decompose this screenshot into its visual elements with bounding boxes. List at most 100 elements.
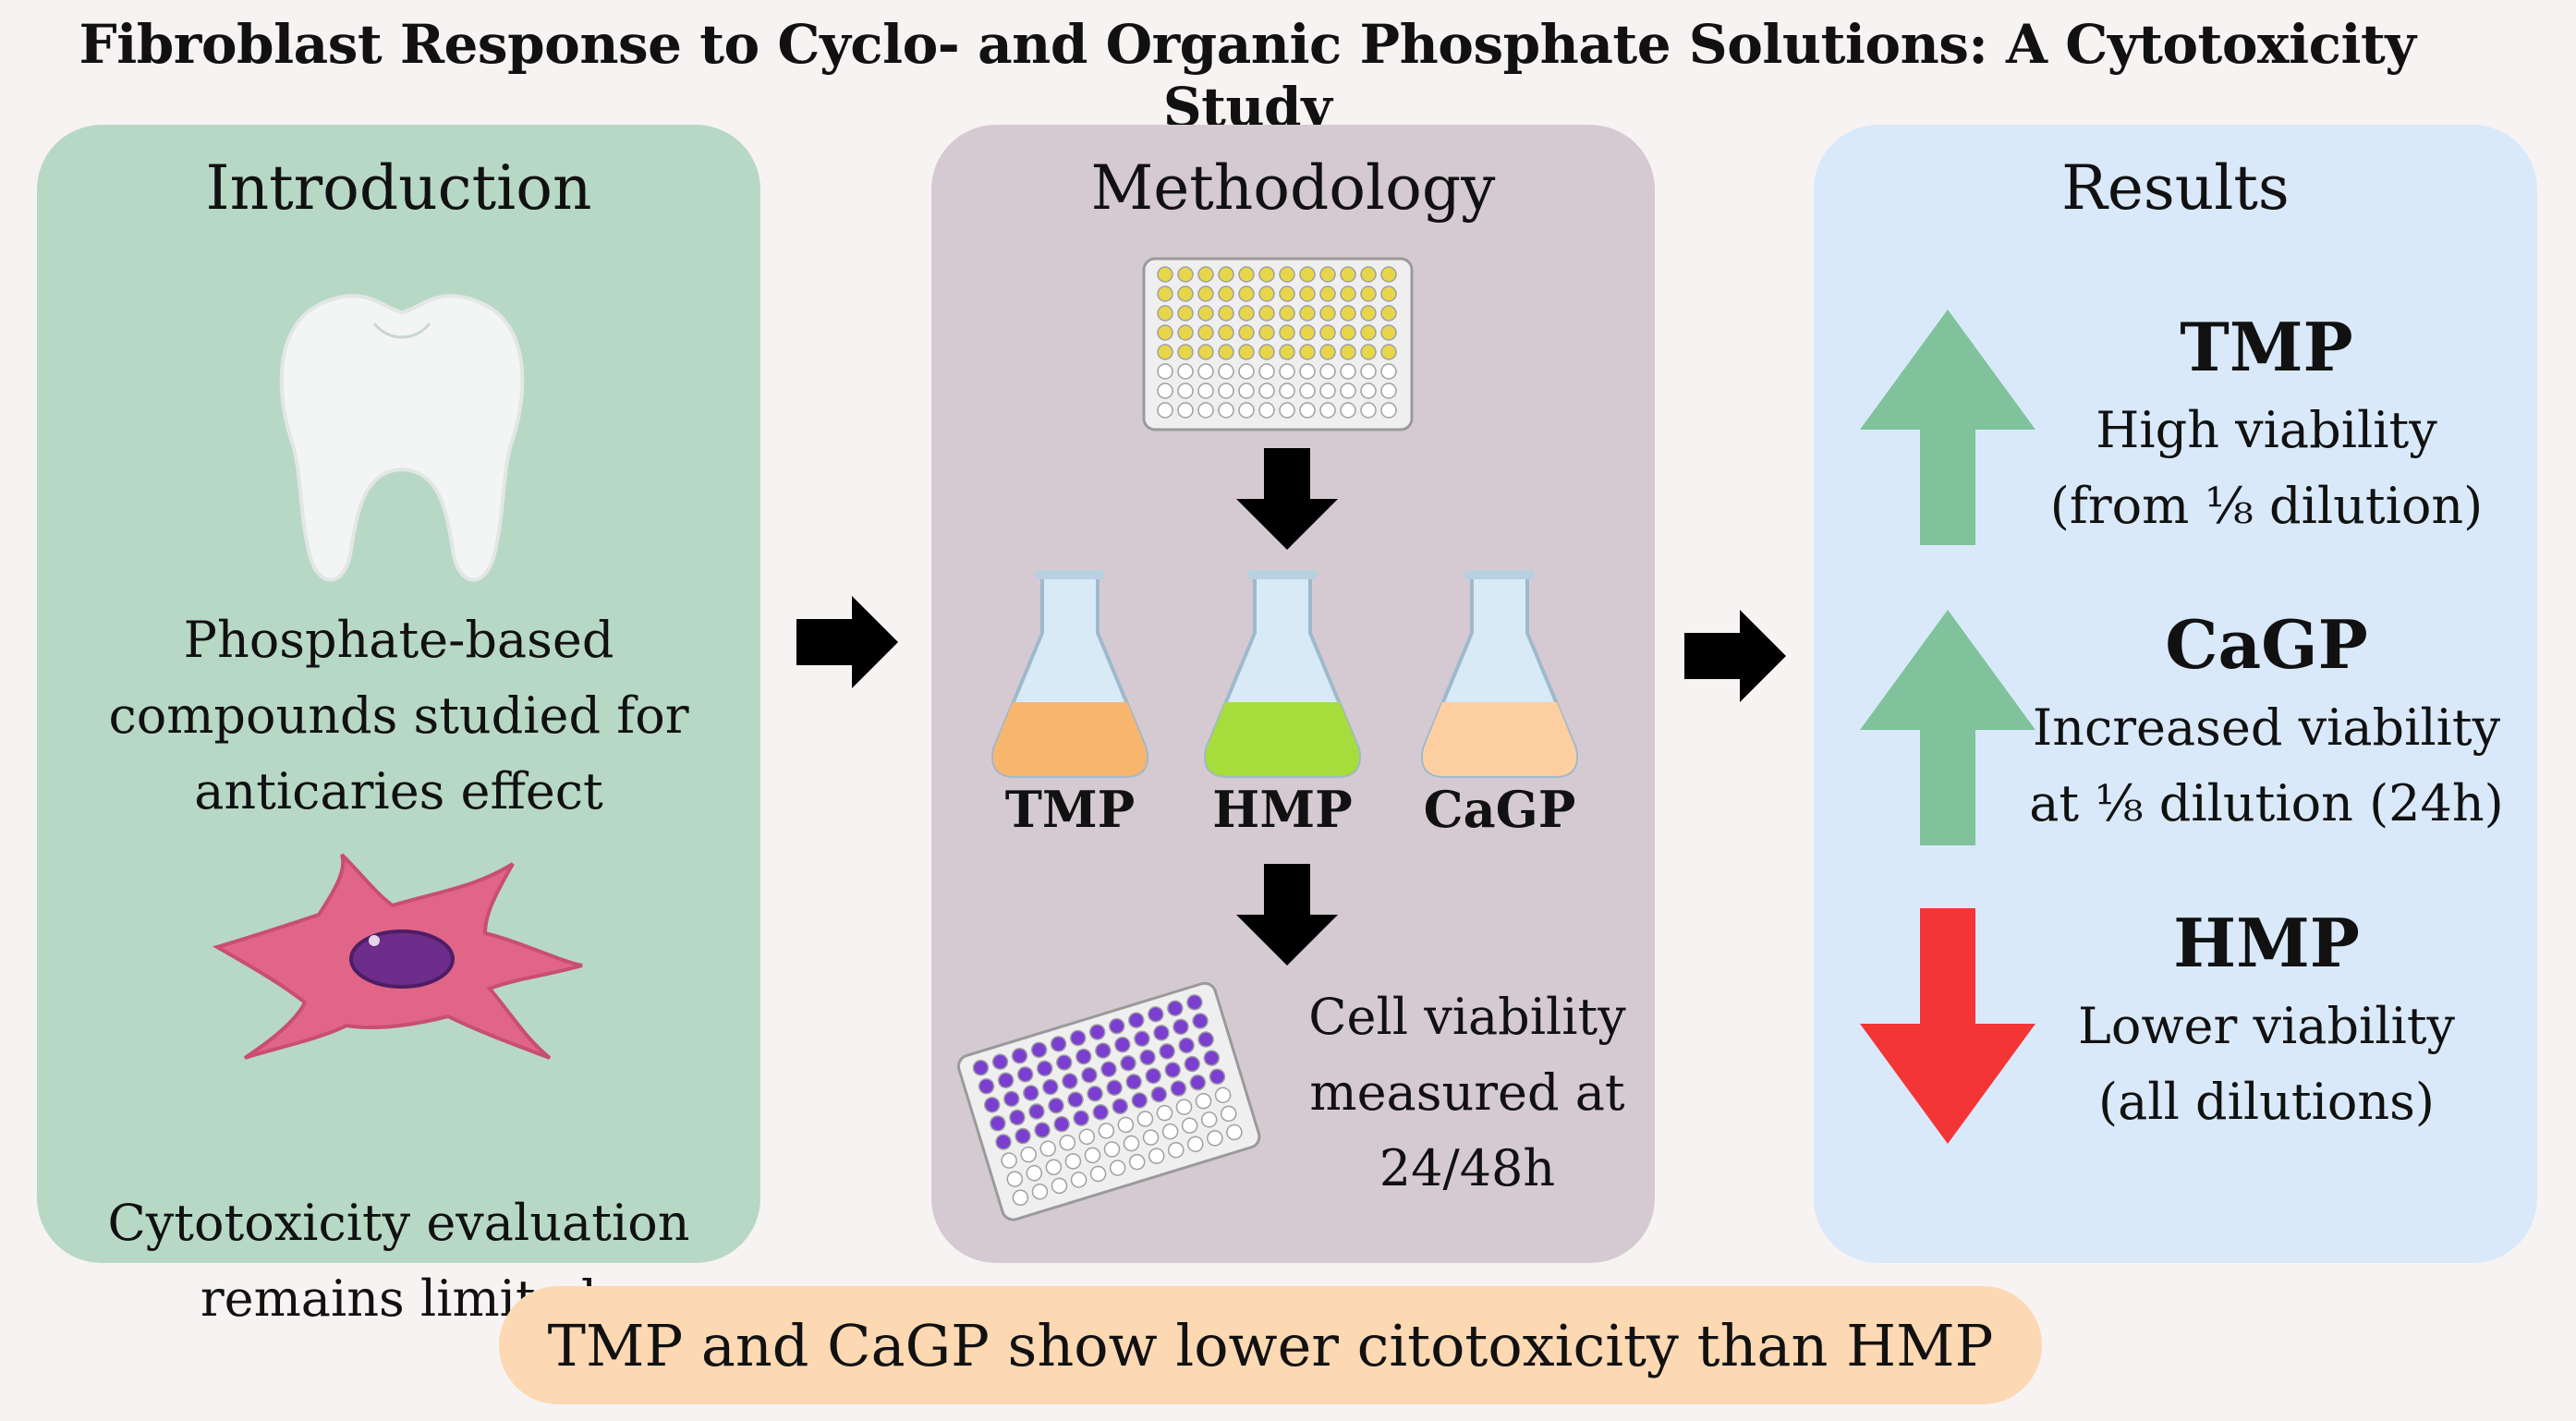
- well: [1145, 1067, 1161, 1085]
- well: [1026, 1164, 1043, 1182]
- well: [1011, 1048, 1028, 1064]
- well: [1023, 1085, 1039, 1101]
- result-description: High viability (from ⅛ dilution): [2026, 393, 2507, 544]
- well: [1069, 1029, 1087, 1047]
- conclusion-banner: TMP and CaGP show lower citotoxicity tha…: [499, 1286, 2042, 1404]
- solution-label-tmp: TMP: [1004, 780, 1136, 839]
- well: [1167, 1000, 1184, 1017]
- well: [1197, 383, 1214, 399]
- measurement-text: Cell viability measured at 24/48h: [1287, 979, 1647, 1207]
- well: [1134, 1030, 1150, 1048]
- well: [1340, 383, 1356, 399]
- well: [1258, 324, 1275, 341]
- well: [1360, 285, 1377, 302]
- well: [1187, 1136, 1204, 1153]
- well: [1070, 1172, 1088, 1188]
- results-heading: Results: [2061, 152, 2290, 224]
- well: [1319, 324, 1336, 341]
- well: [1020, 1146, 1037, 1163]
- well: [1148, 1148, 1165, 1164]
- well: [1209, 1068, 1226, 1085]
- well: [1177, 383, 1194, 399]
- well: [1258, 402, 1275, 419]
- well: [1197, 285, 1214, 302]
- well: [1161, 1123, 1179, 1140]
- well: [1087, 1085, 1103, 1102]
- well: [1095, 1042, 1112, 1059]
- result-line: High viability: [2096, 401, 2437, 459]
- well: [1173, 1018, 1189, 1036]
- solution-label-hmp: HMP: [1212, 780, 1353, 839]
- well: [1279, 324, 1295, 341]
- well: [1067, 1091, 1084, 1108]
- result-description: Lower viability (all dilutions): [2026, 989, 2507, 1140]
- intro-point-1-line: Phosphate-based: [183, 611, 614, 669]
- well: [1184, 1055, 1201, 1073]
- well: [1092, 1104, 1109, 1121]
- well: [1003, 1090, 1020, 1108]
- well: [1125, 1074, 1142, 1090]
- down-arrow-icon: [1236, 448, 1338, 550]
- well: [983, 1097, 1001, 1113]
- well: [1340, 305, 1356, 322]
- well: [1380, 266, 1397, 283]
- result-name: HMP: [2173, 904, 2360, 982]
- well: [1081, 1066, 1098, 1084]
- well: [1189, 1074, 1207, 1091]
- well: [1177, 285, 1194, 302]
- intro-point-1: Phosphate-based compounds studied for an…: [55, 602, 742, 830]
- well: [1128, 1153, 1146, 1171]
- well: [1238, 305, 1255, 322]
- well: [1218, 305, 1234, 322]
- well: [1157, 285, 1173, 302]
- well: [1340, 285, 1356, 302]
- introduction-heading: Introduction: [205, 152, 592, 224]
- well: [991, 1053, 1009, 1070]
- well: [1279, 344, 1295, 360]
- well: [1089, 1165, 1107, 1183]
- well: [1164, 1062, 1181, 1078]
- well: [1078, 1128, 1096, 1146]
- well: [1238, 285, 1255, 302]
- intro-point-1-line: compounds studied for: [108, 686, 689, 745]
- well: [1114, 1036, 1131, 1053]
- well: [1226, 1123, 1243, 1141]
- intro-point-1-line: anticaries effect: [194, 762, 603, 820]
- well: [1150, 1086, 1168, 1103]
- measurement-line: 24/48h: [1379, 1139, 1556, 1197]
- well: [1136, 1111, 1154, 1127]
- well: [1156, 1104, 1173, 1122]
- well: [1319, 305, 1336, 322]
- well: [1218, 285, 1234, 302]
- well: [1197, 1031, 1214, 1048]
- well: [1279, 266, 1295, 283]
- well: [1299, 383, 1316, 399]
- well: [1238, 383, 1255, 399]
- well: [1084, 1147, 1101, 1164]
- well: [1319, 363, 1336, 380]
- results-panel: Results TMP High viability (from ⅛ dilut…: [1814, 125, 2537, 1263]
- well: [1034, 1122, 1051, 1138]
- well: [1360, 324, 1377, 341]
- well: [1157, 266, 1173, 283]
- well: [1197, 305, 1214, 322]
- well: [1030, 1041, 1048, 1059]
- well: [1238, 344, 1255, 360]
- well: [1128, 1012, 1145, 1028]
- arrow-up-icon: [1860, 610, 2035, 845]
- well: [1319, 402, 1336, 419]
- well: [1075, 1048, 1092, 1065]
- well: [1360, 266, 1377, 283]
- well: [1167, 1142, 1185, 1159]
- well: [1214, 1087, 1232, 1104]
- well: [1048, 1097, 1064, 1114]
- flask-tmp-icon: [991, 570, 1148, 778]
- well: [1036, 1060, 1053, 1077]
- result-line: Lower viability: [2077, 997, 2456, 1055]
- well: [1088, 1024, 1106, 1040]
- well: [1186, 994, 1203, 1011]
- result-line: at ⅛ dilution (24h): [2029, 774, 2504, 832]
- well: [1197, 324, 1214, 341]
- well: [1238, 266, 1255, 283]
- well: [1299, 285, 1316, 302]
